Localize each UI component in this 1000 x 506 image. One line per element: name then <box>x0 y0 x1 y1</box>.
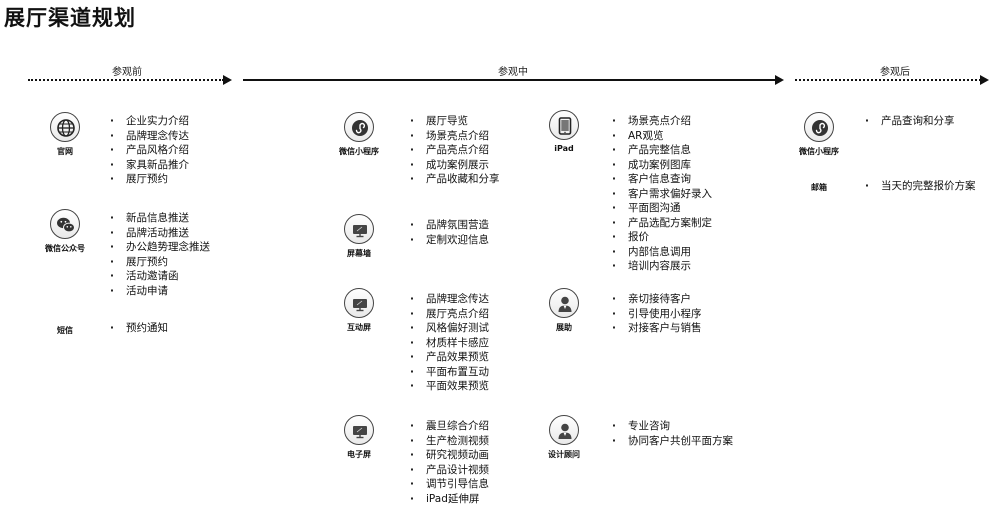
list-item: 品牌理念传达 <box>410 292 489 307</box>
channel-label-ipad: iPad <box>554 144 574 153</box>
monitor-icon <box>344 214 374 244</box>
list-item: 产品选配方案制定 <box>612 216 712 231</box>
channel-items-mini-program-after: 产品查询和分享 <box>865 114 955 129</box>
list-item: 平面布置互动 <box>410 365 489 380</box>
list-item: 培训内容展示 <box>612 259 712 274</box>
person-icon <box>549 415 579 445</box>
list-item: 产品亮点介绍 <box>410 143 500 158</box>
list-item: 客户信息查询 <box>612 172 712 187</box>
tablet-icon <box>549 110 579 140</box>
timeline-after <box>795 79 981 81</box>
list-item: iPad延伸屏 <box>410 492 489 506</box>
channel-items-screen-wall: 品牌氛围营造 定制欢迎信息 <box>410 218 489 247</box>
channel-items-ipad: 场景亮点介绍 AR观览 产品完整信息 成功案例图库 客户信息查询 客户需求偏好录… <box>612 114 712 274</box>
list-item: 定制欢迎信息 <box>410 233 489 248</box>
list-item: 品牌理念传达 <box>110 129 189 144</box>
list-item: 产品收藏和分享 <box>410 172 500 187</box>
list-item: 家具新品推介 <box>110 158 189 173</box>
arrowhead-during <box>775 75 784 85</box>
channel-label-interactive-screen: 互动屏 <box>347 322 371 333</box>
timeline-before <box>28 79 224 81</box>
list-item: 平面效果预览 <box>410 379 489 394</box>
mini-program-icon <box>804 112 834 142</box>
channel-items-e-screen: 震旦综合介绍 生产检测视频 研究视频动画 产品设计视频 调节引导信息 iPad延… <box>410 419 489 506</box>
list-item: 品牌活动推送 <box>110 226 210 241</box>
list-item: 报价 <box>612 230 712 245</box>
list-item: 研究视频动画 <box>410 448 489 463</box>
list-item: 新品信息推送 <box>110 211 210 226</box>
timeline-during <box>243 79 776 81</box>
list-item: 内部信息调用 <box>612 245 712 260</box>
channel-label-sms: 短信 <box>57 325 73 336</box>
list-item: 场景亮点介绍 <box>410 129 500 144</box>
list-item: 展厅预约 <box>110 255 210 270</box>
channel-items-design-consultant: 专业咨询 协同客户共创平面方案 <box>612 419 733 448</box>
phase-label-during: 参观中 <box>498 63 528 78</box>
channel-items-mini-program: 展厅导览 场景亮点介绍 产品亮点介绍 成功案例展示 产品收藏和分享 <box>410 114 500 187</box>
list-item: 生产检测视频 <box>410 434 489 449</box>
channel-label-exhibition-guide: 展助 <box>556 322 572 333</box>
list-item: 协同客户共创平面方案 <box>612 434 733 449</box>
wechat-icon <box>50 209 80 239</box>
list-item: 成功案例图库 <box>612 158 712 173</box>
list-item: 展厅预约 <box>110 172 189 187</box>
channel-label-mail: 邮箱 <box>811 182 827 193</box>
list-item: 成功案例展示 <box>410 158 500 173</box>
person-icon <box>549 288 579 318</box>
list-item: 产品查询和分享 <box>865 114 955 129</box>
list-item: 材质样卡感应 <box>410 336 489 351</box>
list-item: 场景亮点介绍 <box>612 114 712 129</box>
phase-label-after: 参观后 <box>880 63 910 78</box>
list-item: 亲切接待客户 <box>612 292 702 307</box>
list-item: 专业咨询 <box>612 419 733 434</box>
channel-label-mini-program-after: 微信小程序 <box>799 146 839 157</box>
phase-label-before: 参观前 <box>112 63 142 78</box>
list-item: 展厅导览 <box>410 114 500 129</box>
channel-items-exhibition-guide: 亲切接待客户 引导使用小程序 对接客户与销售 <box>612 292 702 336</box>
list-item: 产品效果预览 <box>410 350 489 365</box>
list-item: AR观览 <box>612 129 712 144</box>
channel-label-e-screen: 电子屏 <box>347 449 371 460</box>
mini-program-icon <box>344 112 374 142</box>
list-item: 产品风格介绍 <box>110 143 189 158</box>
globe-icon <box>50 112 80 142</box>
list-item: 办公趋势理念推送 <box>110 240 210 255</box>
channel-items-mail: 当天的完整报价方案 <box>865 179 976 194</box>
channel-label-mini-program: 微信小程序 <box>339 146 379 157</box>
channel-label-design-consultant: 设计顾问 <box>548 449 580 460</box>
list-item: 品牌氛围营造 <box>410 218 489 233</box>
arrowhead-before <box>223 75 232 85</box>
list-item: 企业实力介绍 <box>110 114 189 129</box>
list-item: 客户需求偏好录入 <box>612 187 712 202</box>
monitor-icon <box>344 288 374 318</box>
list-item: 震旦综合介绍 <box>410 419 489 434</box>
page-title: 展厅渠道规划 <box>4 2 136 32</box>
list-item: 活动邀请函 <box>110 269 210 284</box>
channel-label-screen-wall: 屏幕墙 <box>347 248 371 259</box>
list-item: 活动申请 <box>110 284 210 299</box>
channel-items-sms: 预约通知 <box>110 321 168 336</box>
channel-label-guanwang: 官网 <box>57 146 73 157</box>
list-item: 调节引导信息 <box>410 477 489 492</box>
list-item: 对接客户与销售 <box>612 321 702 336</box>
list-item: 当天的完整报价方案 <box>865 179 976 194</box>
list-item: 引导使用小程序 <box>612 307 702 322</box>
list-item: 风格偏好测试 <box>410 321 489 336</box>
monitor-icon <box>344 415 374 445</box>
list-item: 展厅亮点介绍 <box>410 307 489 322</box>
list-item: 产品完整信息 <box>612 143 712 158</box>
list-item: 预约通知 <box>110 321 168 336</box>
arrowhead-after <box>980 75 989 85</box>
channel-label-wechat-public: 微信公众号 <box>45 243 85 254</box>
list-item: 平面图沟通 <box>612 201 712 216</box>
list-item: 产品设计视频 <box>410 463 489 478</box>
channel-items-interactive-screen: 品牌理念传达 展厅亮点介绍 风格偏好测试 材质样卡感应 产品效果预览 平面布置互… <box>410 292 489 394</box>
channel-items-wechat-public: 新品信息推送 品牌活动推送 办公趋势理念推送 展厅预约 活动邀请函 活动申请 <box>110 211 210 298</box>
channel-items-guanwang: 企业实力介绍 品牌理念传达 产品风格介绍 家具新品推介 展厅预约 <box>110 114 189 187</box>
